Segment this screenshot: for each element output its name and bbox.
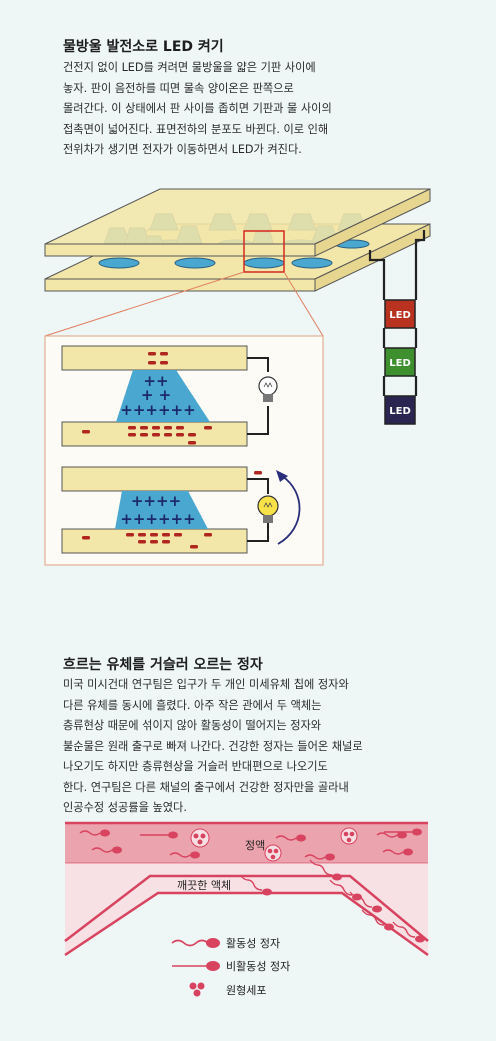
- nonmotile-sperm-group: [140, 831, 412, 836]
- led-navy: LED: [384, 395, 416, 425]
- nonmotile-sperm-icon: [172, 961, 220, 971]
- semen-channel: [65, 823, 428, 863]
- motile-sperm-icon: [171, 938, 220, 948]
- bulb-on-icon: [257, 495, 279, 523]
- electron-flow-arrow: [277, 475, 301, 545]
- bulb-off-icon: [258, 376, 278, 402]
- section2-line: 나오기도 하지만 층류현상을 거슬러 반대편으로 나오기도: [63, 760, 328, 773]
- droplet-cross-section: [116, 370, 210, 422]
- led-label: LED: [389, 358, 411, 369]
- highlight-box: [243, 230, 285, 273]
- section1-line: 건전지 없이 LED를 켜려면 물방울을 얇은 기판 사이에: [63, 61, 316, 74]
- led-red: LED: [384, 299, 416, 329]
- clean-channel-label: 깨끗한 액체: [177, 879, 231, 892]
- microfluidic-chip-diagram: 정액 깨끗한 액체 활동성 정자: [64, 821, 429, 997]
- section1-line: 놓자. 판이 음전하를 띠면 물속 양이온은 판쪽으로: [63, 81, 294, 95]
- section1-line: 접촉면이 넓어진다. 표면전하의 분포도 바뀐다. 이로 인해: [63, 122, 329, 136]
- section1-title: 물방울 발전소로 LED 켜기: [63, 39, 224, 55]
- led-green: LED: [384, 347, 416, 377]
- section2-description: 미국 미시건대 연구팀은 입구가 두 개인 미세유체 칩에 정자와 다른 유체를…: [63, 675, 408, 819]
- positive-charges: ++++++: [120, 401, 195, 419]
- legend: 활동성 정자 비활동성 정자 원형세포: [171, 936, 290, 997]
- section2-line: 다른 유체를 동시에 흘렸다. 아주 작은 관에서 두 액체는: [63, 698, 322, 712]
- led-label: LED: [389, 310, 411, 321]
- detail-state-separated: ++ + + ++++++: [61, 345, 278, 447]
- section2-line: 미국 미시건대 연구팀은 입구가 두 개인 미세유체 칩에 정자와: [63, 678, 349, 691]
- sperm-heads: [100, 829, 425, 943]
- positive-charges: ++: [143, 372, 168, 390]
- section2-line: 불순물은 원래 출구로 빠져 나간다. 건강한 정자는 들어온 채널로: [63, 739, 363, 753]
- semen-channel-label: 정액: [245, 839, 265, 852]
- detail-state-compressed: ++++ ++++++: [61, 466, 301, 554]
- led-wires: [368, 230, 426, 396]
- section2-line: 한다. 연구팀은 다른 채널의 출구에서 건강한 정자만을 골라내: [63, 780, 349, 794]
- positive-charges: ++++++: [120, 510, 195, 528]
- droplet-generator-diagram: LED LED LED ++ + + ++++++: [44, 188, 431, 566]
- section1-line: 몰려간다. 이 상태에서 판 사이를 좁히면 기판과 물 사이의: [63, 102, 332, 115]
- positive-charges: + +: [141, 386, 171, 404]
- positive-charges: ++++: [131, 492, 181, 510]
- section2-line: 인공수정 성공률을 높였다.: [63, 801, 187, 814]
- section1-line: 전위차가 생기면 전자가 이동하면서 LED가 켜진다.: [63, 143, 302, 156]
- top-plate: [44, 188, 431, 257]
- section2-line: 층류현상 때문에 섞이지 않아 활동성이 떨어지는 정자와: [63, 719, 322, 732]
- legend-label: 비활동성 정자: [226, 959, 290, 973]
- round-cell-icon: [189, 982, 205, 997]
- section1-description: 건전지 없이 LED를 켜려면 물방울을 얇은 기판 사이에 놓자. 판이 음전…: [63, 58, 408, 161]
- led-label: LED: [389, 406, 411, 417]
- section2-title: 흐르는 유체를 거슬러 오르는 정자: [63, 657, 263, 673]
- legend-label: 활동성 정자: [226, 936, 280, 950]
- clean-fluid-channel: [65, 863, 428, 955]
- legend-label: 원형세포: [226, 984, 266, 997]
- droplet-cross-section: [115, 491, 208, 529]
